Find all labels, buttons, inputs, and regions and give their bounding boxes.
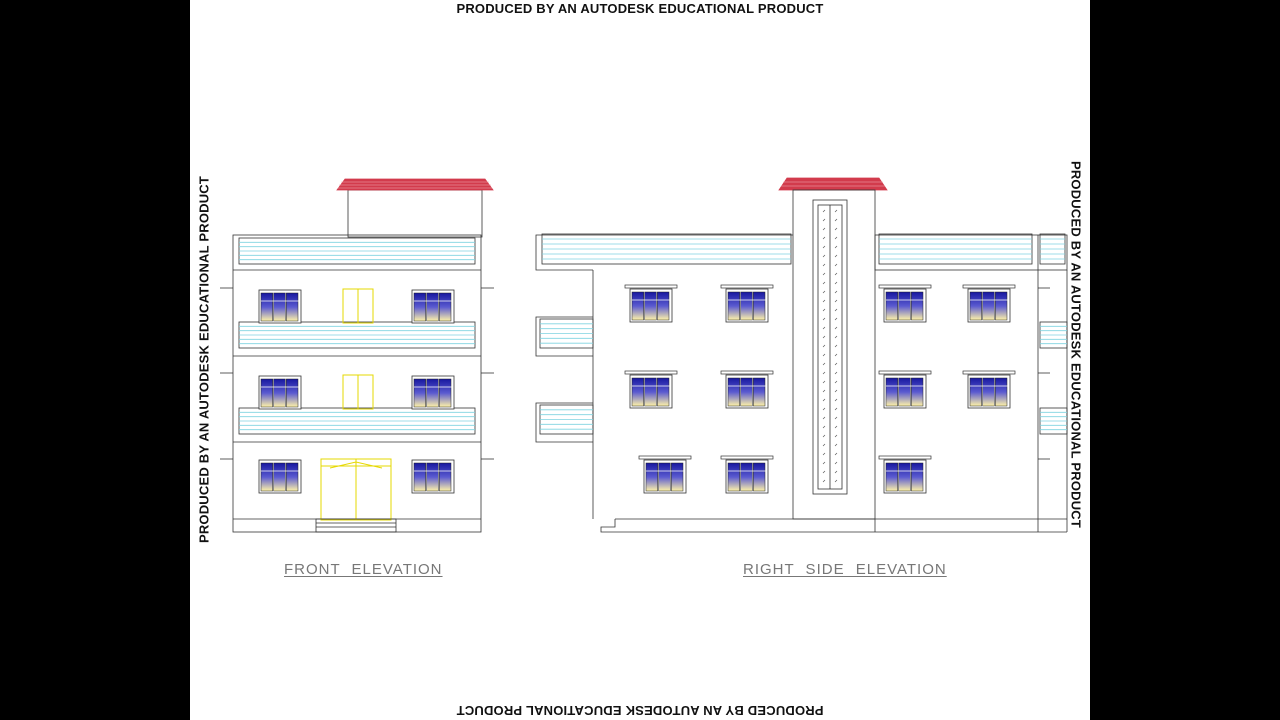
front-roof-lines [338, 181, 492, 189]
side-window [878, 455, 932, 494]
front-roof [336, 178, 494, 191]
side-window [624, 370, 678, 409]
front-balcony-railing-1 [238, 321, 476, 349]
front-windows [258, 289, 455, 494]
right-side-elevation [535, 177, 1068, 533]
side-window [624, 284, 678, 323]
side-window [720, 455, 774, 494]
side-window [878, 284, 932, 323]
front-window [258, 289, 302, 324]
side-window [720, 284, 774, 323]
side-window [962, 284, 1016, 323]
front-steps [315, 518, 397, 533]
front-window [258, 375, 302, 410]
side-window [878, 370, 932, 409]
right-side-elevation-label: RIGHT SIDE ELEVATION [743, 561, 947, 578]
elevation-drawing [220, 177, 1068, 533]
front-window [411, 375, 455, 410]
side-stair-tower [792, 189, 876, 520]
side-railings [539, 233, 1068, 435]
side-roof [778, 177, 888, 191]
stair-glazing-frame [812, 199, 848, 495]
front-railings [238, 237, 476, 435]
front-balcony-railing-2 [238, 407, 476, 435]
side-windows [624, 284, 1016, 494]
watermark-top: PRODUCED BY AN AUTODESK EDUCATIONAL PROD… [456, 1, 824, 16]
drawing-sheet: PRODUCED BY AN AUTODESK EDUCATIONAL PROD… [190, 0, 1090, 720]
side-balcony-railing-2 [539, 404, 594, 435]
side-balcony-railing-right-1 [1039, 321, 1068, 349]
side-parapet-railing-right [878, 233, 1033, 265]
side-parapet-railing-left [541, 233, 792, 265]
front-doors [320, 288, 392, 521]
front-window [411, 289, 455, 324]
side-window [720, 370, 774, 409]
front-window [258, 459, 302, 494]
side-balcony-railing-1 [539, 318, 594, 349]
side-window [962, 370, 1016, 409]
side-parapet-railing-end [1039, 233, 1066, 265]
front-window [411, 459, 455, 494]
front-parapet-railing [238, 237, 476, 265]
side-balcony-railing-right-2 [1039, 407, 1068, 435]
front-elevation-label: FRONT ELEVATION [284, 561, 443, 578]
front-elevation [220, 178, 494, 533]
side-window [638, 455, 692, 494]
stair-tower [347, 189, 483, 238]
